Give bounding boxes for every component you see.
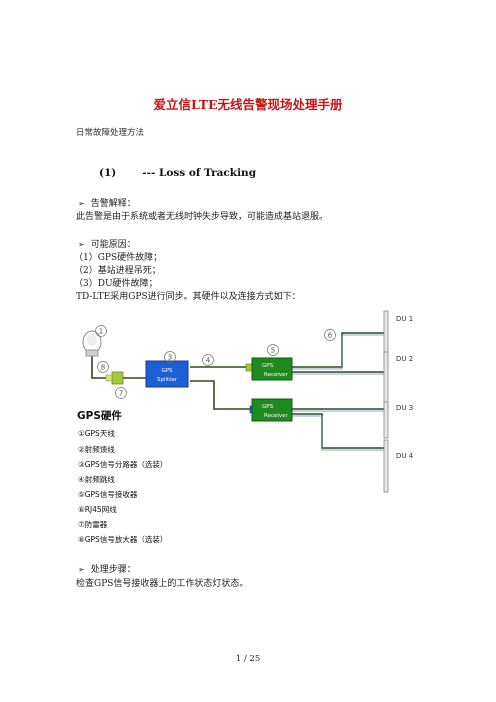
splitter-label-2: Splitter xyxy=(157,377,178,383)
receiver1-label-1: GPS xyxy=(262,363,274,369)
procedure-heading: ➢ 处理步骤： xyxy=(78,562,136,575)
rj45-du4 xyxy=(292,413,384,449)
number-markers xyxy=(95,325,336,399)
legend-item-5: ⑤GPS信号接收器 xyxy=(78,490,138,499)
subtitle: 日常故障处理方法 xyxy=(76,128,145,138)
section-heading: (1) --- Loss of Tracking xyxy=(99,167,256,179)
marker-8: 8 xyxy=(101,364,105,372)
gps-receiver-1: GPS Receiver xyxy=(245,357,293,381)
du-label-2: DU 2 xyxy=(396,355,413,363)
du-label-3: DU 3 xyxy=(396,404,413,412)
gps-receiver-2: GPS Receiver xyxy=(249,398,293,422)
cause-3: （3）DU硬件故障； xyxy=(74,279,158,289)
legend-item-3: ③GPS信号分路器（选装） xyxy=(78,460,168,469)
cable-highlights xyxy=(292,334,384,451)
du-2 xyxy=(383,351,389,409)
legend-item-4: ④射频跳线 xyxy=(78,475,115,484)
legend-item-6: ⑥RJ45网线 xyxy=(78,505,117,514)
legend-item-8: ⑧GPS信号放大器（选装） xyxy=(78,535,168,544)
du-label-1: DU 1 xyxy=(396,315,413,323)
legend-item-2: ②射频馈线 xyxy=(78,445,115,454)
receiver2-label-1: GPS xyxy=(262,404,274,410)
legend-item-1: ①GPS天线 xyxy=(78,429,115,438)
arrow-bullet-icon: ➢ xyxy=(78,199,85,208)
arrow-bullet-icon: ➢ xyxy=(78,240,85,249)
cause-1: （1）GPS硬件故障； xyxy=(74,253,163,263)
hardware-intro: TD-LTE采用GPS进行同步。其硬件以及连接方式如下： xyxy=(76,292,301,302)
marker-6: 6 xyxy=(328,332,333,340)
alarm-explanation-heading: ➢ 告警解释： xyxy=(78,196,136,209)
splitter-label-1: GPS xyxy=(161,368,173,374)
section-title: --- Loss of Tracking xyxy=(142,167,257,179)
page-title: 爱立信LTE无线告警现场处理手册 xyxy=(153,97,343,112)
cable-lines xyxy=(91,332,384,449)
gps-antenna-icon xyxy=(82,330,102,357)
du-3 xyxy=(383,401,389,439)
page-number: 1 / 25 xyxy=(235,654,261,664)
du-label-4: DU 4 xyxy=(396,452,414,460)
section-number: (1) xyxy=(99,167,117,179)
marker-1: 1 xyxy=(99,328,103,336)
du-4 xyxy=(383,439,389,493)
marker-7: 7 xyxy=(119,390,123,398)
rf-jumper-2 xyxy=(190,380,252,410)
procedure-label: 处理步骤： xyxy=(90,565,136,575)
cause-2: （2）基站进程吊死； xyxy=(74,266,161,276)
amplifier-icon xyxy=(105,374,113,382)
legend-item-7: ⑦防雷器 xyxy=(78,520,108,529)
marker-3: 3 xyxy=(168,354,172,362)
alarm-explanation-label: 告警解释： xyxy=(90,199,136,209)
possible-causes-heading: ➢ 可能原因： xyxy=(78,237,136,250)
arrow-bullet-icon: ➢ xyxy=(78,565,85,574)
legend-title: GPS硬件 xyxy=(77,410,122,422)
rj45-du1 xyxy=(292,332,384,368)
receiver1-label-2: Receiver xyxy=(264,372,289,378)
marker-5: 5 xyxy=(271,347,275,355)
possible-causes-label: 可能原因： xyxy=(90,240,136,250)
gps-splitter: GPS Splitter xyxy=(145,360,189,388)
lightning-arrester-icon xyxy=(111,371,124,385)
alarm-explanation-text: 此告警是由于系统或者无线时钟失步导致，可能造成基站退服。 xyxy=(76,212,329,222)
receiver2-label-2: Receiver xyxy=(264,413,289,419)
marker-4: 4 xyxy=(206,357,211,365)
du-units xyxy=(383,310,389,493)
procedure-text: 检查GPS信号接收器上的工作状态灯状态。 xyxy=(76,579,249,589)
